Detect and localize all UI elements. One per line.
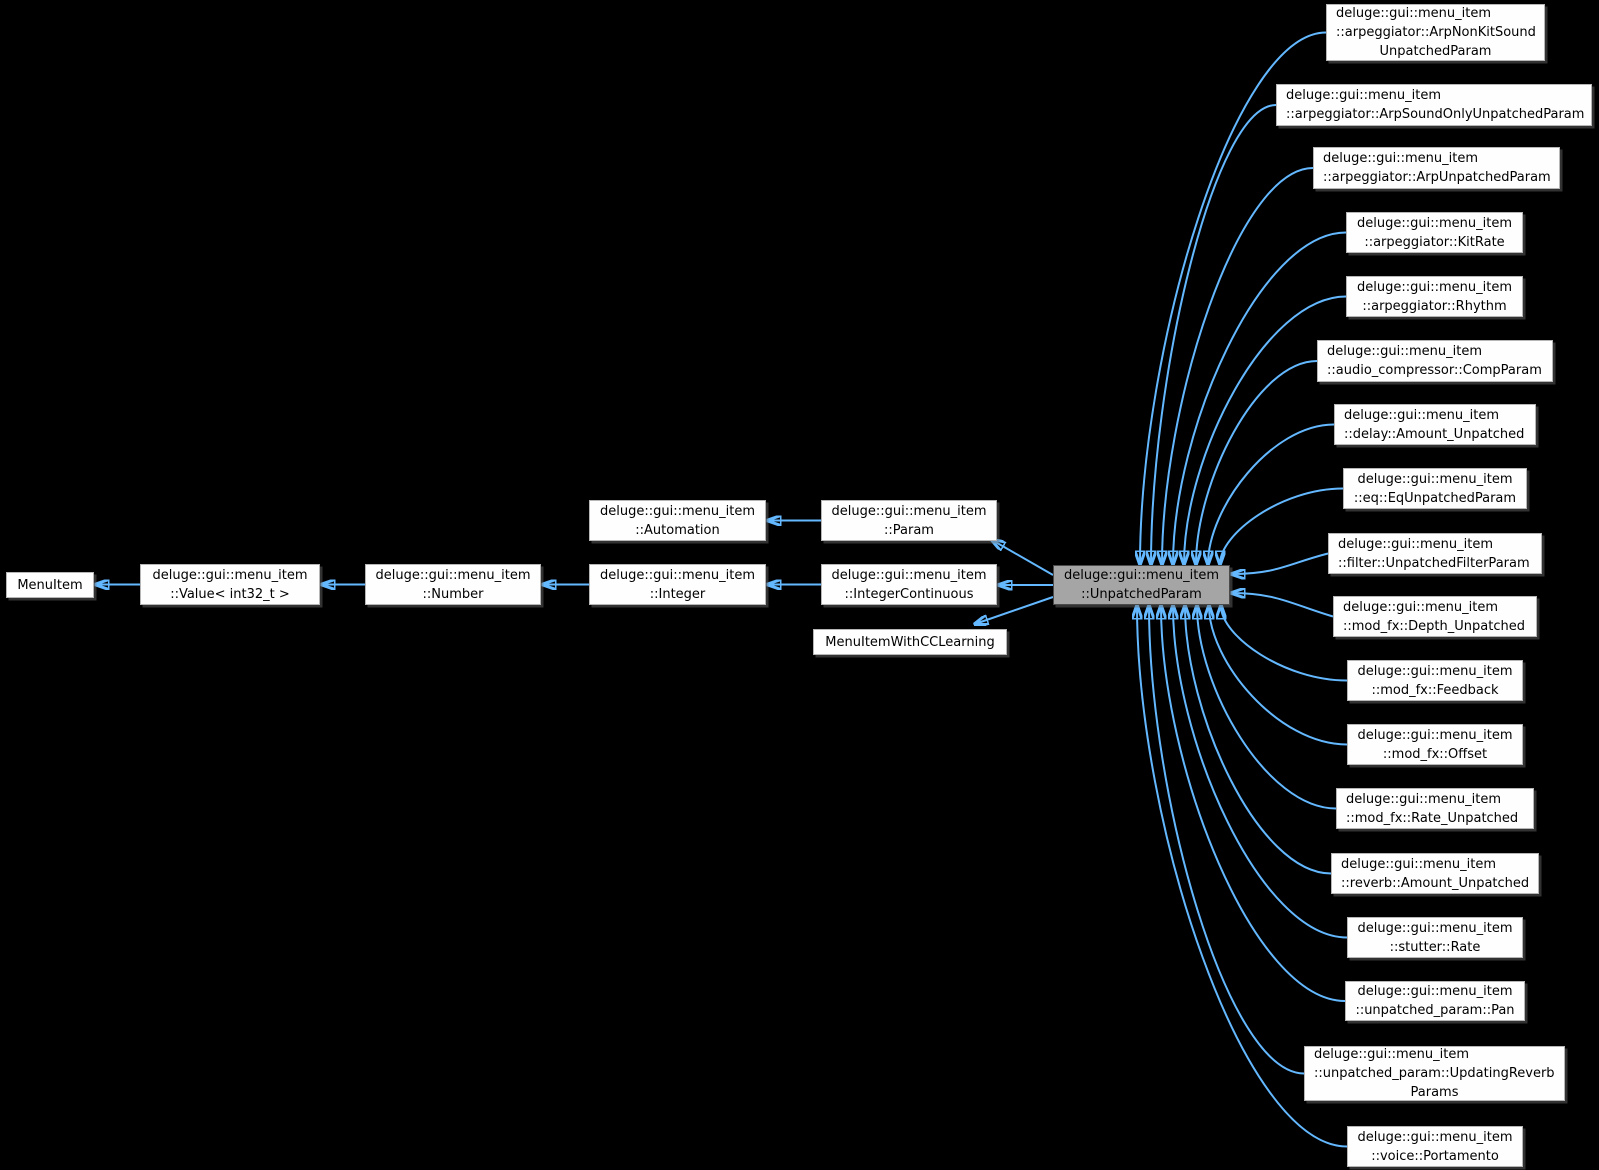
inheritance-edge (1197, 606, 1337, 810)
class-node-label: ::Number (422, 586, 484, 602)
class-node-label: deluge::gui::menu_item (1357, 279, 1512, 295)
class-node-label: ::Param (884, 522, 934, 538)
class-node-label: deluge::gui::menu_item (600, 567, 755, 583)
inheritance-edge (1232, 552, 1329, 575)
class-node-stutter-rate[interactable]: deluge::gui::menu_item::stutter::Rate (1347, 917, 1523, 958)
class-node-label: deluge::gui::menu_item (1338, 536, 1493, 552)
class-node-rhythm[interactable]: deluge::gui::menu_item::arpeggiator::Rhy… (1346, 276, 1523, 317)
class-node-menu-item[interactable]: MenuItem (6, 572, 94, 598)
class-node-label: deluge::gui::menu_item (1314, 1047, 1469, 1062)
class-node-label: deluge::gui::menu_item (1357, 1129, 1513, 1145)
class-node-label: ::mod_fx::Depth_Unpatched (1343, 618, 1525, 634)
class-node-label: ::mod_fx::Rate_Unpatched (1346, 810, 1519, 826)
class-node-kit-rate[interactable]: deluge::gui::menu_item::arpeggiator::Kit… (1346, 212, 1523, 253)
class-node-label: ::IntegerContinuous (844, 586, 974, 602)
class-node-label: ::mod_fx::Feedback (1371, 682, 1499, 698)
class-node-mod-fx-feedback[interactable]: deluge::gui::menu_item::mod_fx::Feedback (1347, 660, 1523, 701)
class-node-label: ::arpeggiator::ArpUnpatchedParam (1323, 170, 1551, 185)
class-node-label: ::arpeggiator::Rhythm (1362, 298, 1507, 314)
class-node-label: ::stutter::Rate (1389, 939, 1481, 955)
class-node-portamento[interactable]: deluge::gui::menu_item::voice::Portament… (1347, 1126, 1523, 1167)
class-node-label: ::filter::UnpatchedFilterParam (1338, 555, 1530, 571)
inheritance-edge (1149, 606, 1305, 1075)
inheritance-edge (1209, 606, 1348, 746)
class-node-reverb-amount-unpatched[interactable]: deluge::gui::menu_item::reverb::Amount_U… (1331, 853, 1539, 894)
class-node-updating-reverb-params[interactable]: deluge::gui::menu_item::unpatched_param:… (1304, 1046, 1565, 1101)
inheritance-edge (1184, 295, 1347, 565)
class-node-eq-unpatched-param[interactable]: deluge::gui::menu_item::eq::EqUnpatchedP… (1343, 468, 1527, 509)
class-node-label: deluge::gui::menu_item (375, 567, 531, 583)
class-node-arp-unpatched-param[interactable]: deluge::gui::menu_item::arpeggiator::Arp… (1313, 147, 1560, 189)
class-node-label: deluge::gui::menu_item (1327, 344, 1482, 359)
class-node-label: ::arpeggiator::ArpSoundOnlyUnpatchedPara… (1286, 107, 1585, 122)
class-node-label: ::delay::Amount_Unpatched (1344, 426, 1525, 442)
class-node-integer-continuous[interactable]: deluge::gui::menu_item::IntegerContinuou… (821, 564, 997, 605)
class-node-label: ::Value< int32_t > (170, 586, 290, 602)
class-node-label: ::Integer (649, 586, 706, 602)
class-node-filter-unpatched-filter-param[interactable]: deluge::gui::menu_item::filter::Unpatche… (1328, 533, 1542, 574)
class-node-label: deluge::gui::menu_item (1064, 568, 1219, 583)
class-node-comp-param[interactable]: deluge::gui::menu_item::audio_compressor… (1317, 340, 1553, 382)
class-node-integer[interactable]: deluge::gui::menu_item::Integer (589, 564, 766, 605)
class-node-menu-item-with-cc-learning[interactable]: MenuItemWithCCLearning (813, 629, 1007, 655)
class-node-mod-fx-rate-unpatched[interactable]: deluge::gui::menu_item::mod_fx::Rate_Unp… (1336, 788, 1534, 829)
class-node-label: deluge::gui::menu_item (152, 567, 308, 583)
class-node-value-int32[interactable]: deluge::gui::menu_item::Value< int32_t > (140, 564, 320, 605)
class-node-label: ::mod_fx::Offset (1382, 746, 1488, 762)
inheritance-edge (1161, 606, 1346, 1002)
inheritance-edge (992, 540, 1054, 576)
class-node-label: ::unpatched_param::Pan (1355, 1003, 1515, 1018)
class-node-label: deluge::gui::menu_item (1357, 471, 1513, 487)
inheritance-edge (1151, 104, 1277, 564)
class-node-label: deluge::gui::menu_item (1343, 599, 1498, 615)
inheritance-edge (1221, 606, 1348, 682)
class-node-param[interactable]: deluge::gui::menu_item::Param (821, 500, 997, 541)
class-node-label: ::voice::Portamento (1371, 1148, 1499, 1164)
class-node-label: deluge::gui::menu_item (600, 503, 755, 519)
class-node-label: deluge::gui::menu_item (1286, 88, 1441, 103)
class-node-label: deluge::gui::menu_item (1346, 791, 1501, 807)
inheritance-edge (1220, 487, 1344, 565)
class-node-label: ::arpeggiator::KitRate (1364, 234, 1505, 250)
inheritance-edge (1173, 606, 1348, 939)
class-node-label: Params (1410, 1085, 1459, 1100)
class-node-label: deluge::gui::menu_item (1357, 727, 1513, 743)
class-node-label: deluge::gui::menu_item (831, 567, 987, 583)
class-node-label: ::reverb::Amount_Unpatched (1341, 875, 1530, 891)
inheritance-edge (1232, 593, 1334, 618)
inheritance-edge (1196, 360, 1318, 564)
class-node-label: deluge::gui::menu_item (1336, 6, 1491, 21)
class-node-label: deluge::gui::menu_item (1357, 215, 1512, 231)
class-node-label: UnpatchedParam (1379, 44, 1492, 59)
inheritance-edge (1173, 231, 1347, 565)
class-node-number[interactable]: deluge::gui::menu_item::Number (365, 564, 541, 605)
class-node-arp-sound-only-unpatched-param[interactable]: deluge::gui::menu_item::arpeggiator::Arp… (1276, 84, 1592, 126)
inheritance-edge (1208, 423, 1335, 565)
class-node-label: ::UnpatchedParam (1081, 587, 1202, 602)
class-node-arp-non-kit-sound-unpatched-param[interactable]: deluge::gui::menu_item::arpeggiator::Arp… (1326, 4, 1545, 61)
class-node-label: ::arpeggiator::ArpNonKitSound (1336, 25, 1536, 40)
class-node-label: deluge::gui::menu_item (1357, 920, 1513, 936)
class-node-label: ::eq::EqUnpatchedParam (1353, 490, 1517, 506)
inheritance-edge (1162, 167, 1314, 564)
class-node-label: deluge::gui::menu_item (1341, 856, 1496, 872)
class-node-label: MenuItem (17, 577, 83, 593)
class-node-mod-fx-offset[interactable]: deluge::gui::menu_item::mod_fx::Offset (1347, 724, 1523, 765)
class-node-label: ::unpatched_param::UpdatingReverb (1314, 1066, 1555, 1081)
class-node-pan[interactable]: deluge::gui::menu_item::unpatched_param:… (1345, 981, 1525, 1021)
class-node-automation[interactable]: deluge::gui::menu_item::Automation (589, 500, 766, 541)
class-node-label: deluge::gui::menu_item (1323, 151, 1478, 166)
class-node-label: MenuItemWithCCLearning (825, 634, 995, 650)
class-node-label: deluge::gui::menu_item (1357, 984, 1513, 999)
class-node-unpatched-param: deluge::gui::menu_item::UnpatchedParam (1053, 565, 1230, 605)
class-node-label: ::Automation (635, 522, 720, 538)
class-node-label: deluge::gui::menu_item (831, 503, 987, 519)
class-node-delay-amount-unpatched[interactable]: deluge::gui::menu_item::delay::Amount_Un… (1334, 404, 1536, 445)
inheritance-edge (1185, 606, 1332, 875)
class-node-mod-fx-depth-unpatched[interactable]: deluge::gui::menu_item::mod_fx::Depth_Un… (1333, 596, 1537, 637)
class-node-label: deluge::gui::menu_item (1344, 407, 1499, 423)
class-node-label: ::audio_compressor::CompParam (1327, 363, 1542, 378)
class-node-label: deluge::gui::menu_item (1357, 663, 1513, 679)
